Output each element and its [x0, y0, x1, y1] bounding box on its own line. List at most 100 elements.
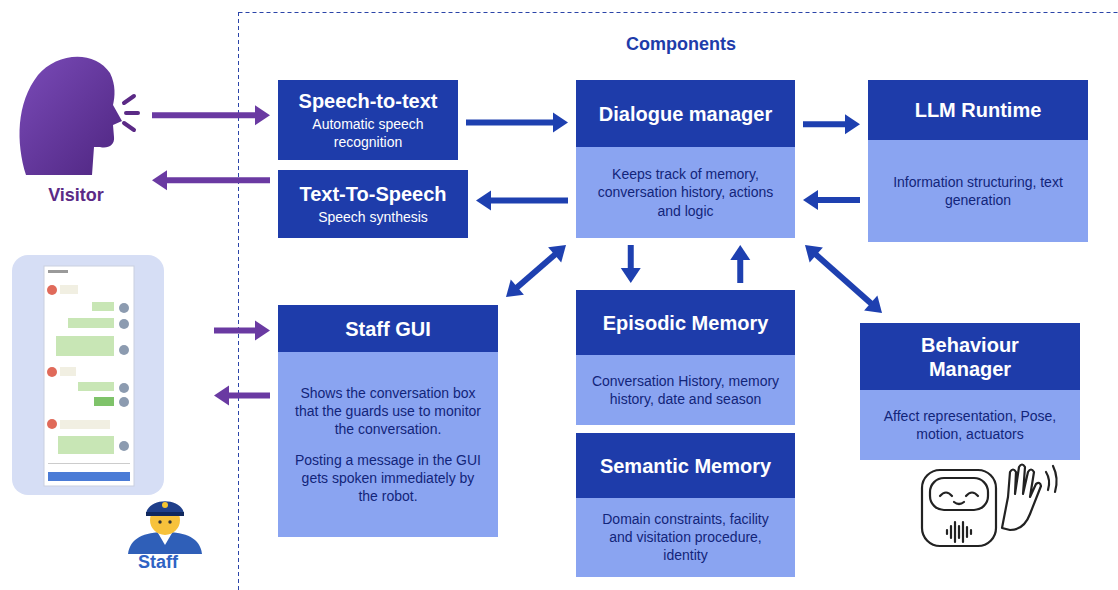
phone-mockup-part	[60, 420, 110, 429]
figure-label: Staff	[138, 552, 208, 574]
flow-arrow	[506, 245, 566, 297]
arrow-shaft	[489, 198, 568, 204]
process-box: Dialogue managerKeeps track of memory, c…	[576, 80, 795, 238]
arrow-shaft	[214, 328, 257, 334]
box-header: Staff GUI	[278, 305, 498, 352]
process-box: LLM RuntimeInformation structuring, text…	[868, 80, 1088, 242]
box-description: Information structuring, text generation	[882, 173, 1074, 209]
flow-arrow	[152, 105, 270, 125]
box-description: Affect representation, Pose, motion, act…	[874, 407, 1066, 443]
police-emoji	[120, 490, 210, 554]
visitor-icon-part	[124, 96, 138, 130]
arrow-head	[803, 190, 818, 210]
phone-mockup-part	[119, 397, 129, 407]
phone-mockup-part	[68, 318, 114, 328]
phone-mockup-part	[47, 285, 57, 295]
arrow-head	[805, 245, 823, 262]
box-title: Staff GUI	[345, 317, 431, 341]
box-title: Dialogue manager	[599, 102, 772, 126]
arrow-shaft	[816, 197, 860, 203]
box-title: Semantic Memory	[600, 454, 771, 478]
phone-mockup-part	[58, 436, 114, 454]
arrow-shaft	[815, 254, 873, 305]
arrow-head	[553, 112, 568, 132]
police-emoji-part	[128, 532, 202, 554]
staff-figure: Staff	[8, 252, 208, 574]
memory-box: Semantic MemoryDomain constraints, facil…	[576, 433, 795, 577]
phone-mockup-part	[47, 419, 57, 429]
figure-caption-holder: Staff	[8, 252, 208, 574]
phone-mockup-part	[48, 270, 68, 273]
visitor-icon-part	[20, 57, 122, 175]
robot-illustration-part	[947, 522, 971, 542]
phone-mockup-part	[92, 302, 114, 311]
police-emoji-part	[146, 512, 184, 516]
phone-mockup-part	[44, 266, 134, 486]
flow-arrow	[621, 245, 641, 283]
box-title: LLM Runtime	[915, 98, 1042, 122]
phone-mockup-part	[78, 382, 114, 391]
robot-illustration-part	[940, 493, 952, 497]
flow-arrow	[214, 321, 270, 341]
robot-illustration-part	[966, 493, 978, 497]
phone-mockup-part	[119, 319, 129, 329]
arrow-head	[255, 321, 270, 341]
phone-mockup-part	[119, 383, 129, 393]
phone-mockup-part	[60, 285, 78, 294]
arrow-shaft	[628, 245, 634, 270]
visitor-icon	[12, 45, 140, 181]
phone-mockup-part	[48, 472, 130, 481]
phone-mockup-part	[60, 367, 76, 376]
process-box: Behaviour ManagerAffect representation, …	[860, 323, 1080, 460]
process-box: Staff GUI Shows the conversation box that…	[278, 305, 498, 537]
flow-arrow	[730, 245, 750, 283]
robot-illustration-part	[1002, 465, 1041, 531]
box-body: Affect representation, Pose, motion, act…	[860, 390, 1080, 460]
robot-illustration	[922, 465, 1057, 547]
box-description: Posting a message in the GUI gets spoken…	[292, 451, 484, 506]
police-emoji-part	[168, 520, 171, 523]
arrow-head	[152, 170, 167, 190]
section-title: Components	[600, 34, 762, 55]
phone-mockup-part	[47, 367, 57, 377]
phone-mockup-part	[56, 336, 114, 356]
box-header: Dialogue manager	[576, 80, 795, 147]
flow-arrow	[466, 112, 568, 132]
flow-arrow	[152, 170, 270, 190]
box-header: Speech-to-textAutomatic speech recogniti…	[278, 80, 458, 160]
box-header: Episodic Memory	[576, 290, 795, 355]
phone-mockup-part	[119, 303, 129, 313]
police-emoji-part	[158, 520, 161, 523]
phone-mockup-part	[12, 255, 164, 495]
arrow-head	[845, 114, 860, 134]
memory-box: Episodic MemoryConversation History, mem…	[576, 290, 795, 425]
arrow-shaft	[466, 119, 555, 125]
flow-arrow	[476, 191, 568, 211]
phone-mockup-part	[119, 345, 129, 355]
box-header: LLM Runtime	[868, 80, 1088, 140]
box-header: Behaviour Manager	[860, 323, 1080, 390]
arrow-shaft	[165, 177, 270, 183]
box-subtitle: Speech synthesis	[318, 209, 428, 227]
box-header: Text-To-SpeechSpeech synthesis	[278, 170, 468, 238]
box-title: Episodic Memory	[603, 311, 769, 335]
arrow-head	[864, 296, 882, 313]
phone-mockup-part	[94, 397, 114, 406]
arrow-head	[506, 280, 524, 297]
box-title: Behaviour Manager	[900, 333, 1040, 381]
phone-mockup-part	[48, 463, 130, 464]
robot-illustration-part	[954, 502, 964, 504]
box-description: Conversation History, memory history, da…	[590, 372, 781, 408]
arrow-head	[621, 268, 641, 283]
box-body: Shows the conversation box that the guar…	[278, 352, 498, 537]
box-body: Information structuring, text generation	[868, 140, 1088, 242]
box-description: Keeps track of memory, conversation hist…	[590, 165, 781, 220]
boundary-dashed-line	[239, 12, 1118, 590]
process-box: Speech-to-textAutomatic speech recogniti…	[278, 80, 458, 160]
flow-arrow	[803, 114, 860, 134]
arrow-shaft	[803, 121, 847, 127]
box-body: Domain constraints, facility and visitat…	[576, 498, 795, 577]
box-body: Conversation History, memory history, da…	[576, 355, 795, 425]
arrow-shaft	[516, 254, 556, 289]
